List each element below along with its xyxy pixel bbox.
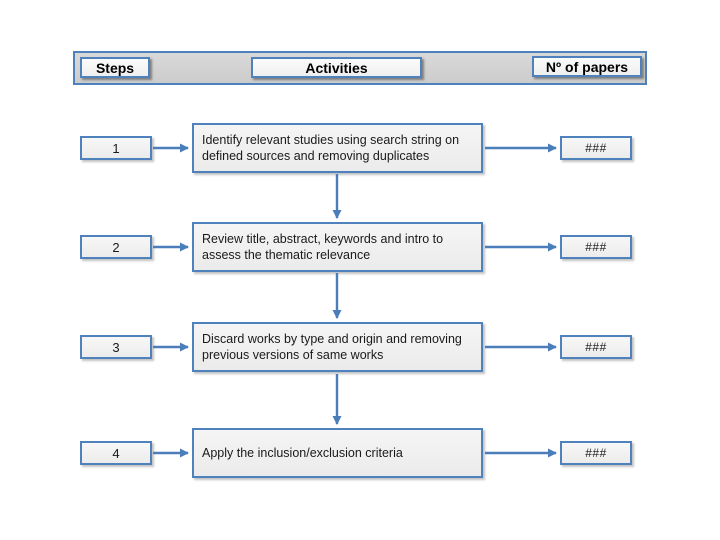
header-bar: Steps Activities Nº of papers [73,51,647,85]
step-number-box: 3 [80,335,152,359]
activity-box: Discard works by type and origin and rem… [192,322,483,372]
activity-box: Review title, abstract, keywords and int… [192,222,483,272]
header-steps-label: Steps [80,57,150,78]
step-number-box: 1 [80,136,152,160]
step-number-box: 2 [80,235,152,259]
activity-box: Apply the inclusion/exclusion criteria [192,428,483,478]
papers-count-box: ### [560,235,632,259]
step-number-box: 4 [80,441,152,465]
papers-count-box: ### [560,441,632,465]
header-papers-label: Nº of papers [532,56,642,77]
activity-box: Identify relevant studies using search s… [192,123,483,173]
papers-count-box: ### [560,136,632,160]
header-activities-label: Activities [251,57,422,78]
papers-count-box: ### [560,335,632,359]
